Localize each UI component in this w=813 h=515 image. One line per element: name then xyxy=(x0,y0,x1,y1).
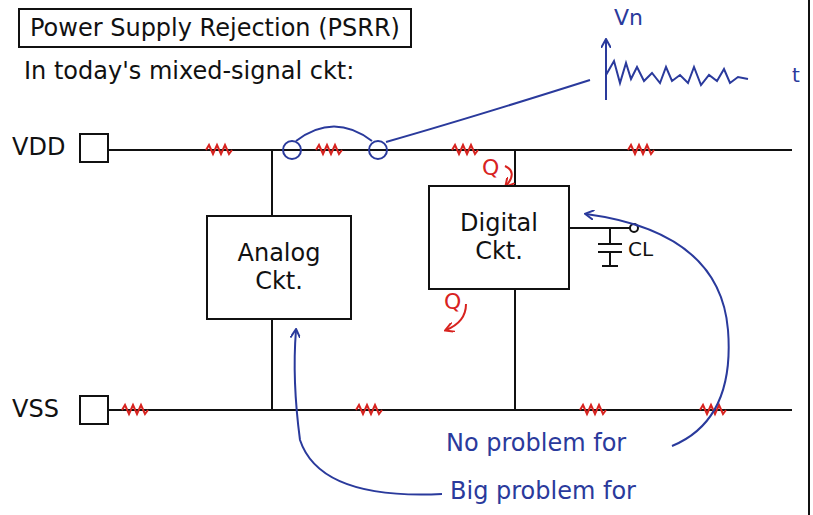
supply-pin-label: VDD xyxy=(12,134,65,160)
charge-label: Q xyxy=(482,156,499,180)
analog-block: Analog Ckt. xyxy=(206,215,352,320)
digital-block: Digital Ckt. xyxy=(428,185,570,290)
noise-waveform xyxy=(606,61,748,85)
charge-label: Q xyxy=(444,290,461,314)
digital-ground-wire xyxy=(514,290,516,410)
vss-rail xyxy=(108,409,792,411)
annotation-text: Big problem for xyxy=(450,478,636,504)
voltage-axis xyxy=(605,40,607,100)
probe-loop xyxy=(296,127,372,142)
slide-title: Power Supply Rejection (PSRR) xyxy=(18,8,412,48)
noise-voltage-label: Vn xyxy=(614,6,643,30)
vdd-pad xyxy=(80,134,108,162)
load-capacitor xyxy=(570,224,638,266)
intro-text: In today's mixed-signal ckt: xyxy=(24,58,354,84)
vss-pad xyxy=(80,396,108,424)
block-label: Analog Ckt. xyxy=(216,240,342,295)
probe-circle xyxy=(283,141,301,159)
annotation-text: No problem for xyxy=(446,430,626,456)
parasitic-resistors xyxy=(122,145,726,414)
block-label: Digital Ckt. xyxy=(438,210,560,265)
frame-edge xyxy=(808,0,810,515)
analog-ground-wire xyxy=(271,320,273,410)
analog-supply-wire xyxy=(271,150,273,215)
ground-pin-label: VSS xyxy=(12,396,59,422)
probe-circle xyxy=(369,141,387,159)
annotation-arrow xyxy=(586,214,729,446)
load-cap-label: CL xyxy=(628,238,653,260)
charge-arrow xyxy=(505,166,512,186)
time-axis-label: t xyxy=(792,64,800,86)
digital-supply-wire xyxy=(514,150,516,185)
probe-leader xyxy=(386,80,590,142)
annotation-arrow xyxy=(295,330,442,495)
